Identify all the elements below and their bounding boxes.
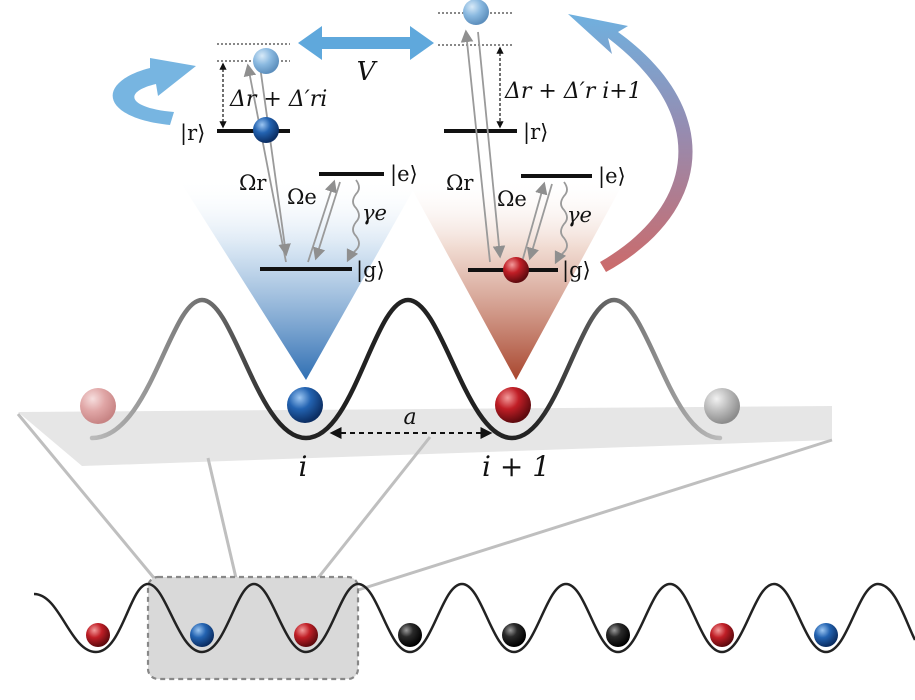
omega-e-label-site-i: Ωe [287, 185, 317, 209]
blue-atom-site-i [287, 387, 323, 423]
omega-r-label-site-i: Ωr [239, 171, 267, 195]
gamma-e-decay-site-i1 [554, 181, 568, 265]
virtual-rydberg-atom-site-i [253, 48, 279, 74]
omega-r-arrow-site-i [243, 63, 287, 263]
ket-r-site-i1: |r⟩ [523, 120, 548, 145]
site-label-i1: i + 1 [482, 450, 550, 483]
red-atom-site-i1 [495, 387, 531, 423]
curved-arrow-left-icon [112, 58, 196, 125]
virtual-rydberg-atom-site-i1 [463, 0, 489, 25]
lattice-atom-red [294, 623, 318, 647]
detuning-label-site-i1: Δr + Δ′r i+1 [504, 79, 642, 104]
ket-e-site-i: |e⟩ [390, 162, 418, 187]
lattice-atom-red [86, 623, 110, 647]
omega-e-arrow-site-i1 [521, 181, 548, 263]
gamma-e-decay-site-i [346, 179, 360, 263]
faded-red-atom-left [80, 388, 116, 424]
cone-blue-site-i [178, 178, 420, 380]
rydberg-atom-site-i [253, 117, 279, 143]
site-label-i: i [299, 450, 308, 483]
highlighted-region [146, 575, 360, 681]
lattice-atom-blue [190, 623, 214, 647]
detuning-label-site-i: Δr + Δ′ri [229, 87, 327, 112]
omega-e-label-site-i1: Ωe [497, 187, 527, 211]
lattice-atom-black [502, 623, 526, 647]
interaction-arrow-icon [298, 26, 434, 60]
gamma-e-label-site-i1: γe [567, 203, 592, 227]
omega-e-arrow-site-i [307, 179, 337, 263]
lattice-atom-red [710, 623, 734, 647]
spacing-label-a: a [403, 405, 416, 430]
zoom-projection-lines [16, 413, 833, 592]
omega-r-arrow-site-i1 [460, 29, 491, 263]
ket-e-site-i1: |e⟩ [598, 164, 626, 189]
ground-atom-site-i1 [503, 257, 529, 283]
full-lattice-potential [33, 582, 915, 654]
interaction-label-V: V [357, 57, 378, 87]
lattice-atom-black [606, 623, 630, 647]
ket-g-site-i: |g⟩ [356, 258, 385, 283]
zoomed-lattice-potential [89, 297, 723, 441]
level-scheme-site-i [217, 43, 384, 271]
level-scheme-site-i1 [438, 0, 592, 283]
lattice-atom-black [398, 623, 422, 647]
curved-arrow-right-icon [568, 14, 693, 272]
omega-r-label-site-i1: Ωr [446, 171, 474, 195]
lattice-atom-blue [814, 623, 838, 647]
ket-r-site-i: |r⟩ [180, 121, 205, 146]
faded-gray-atom-right [704, 388, 740, 424]
ket-g-site-i1: |g⟩ [562, 258, 591, 283]
full-lattice-atoms [86, 623, 838, 647]
gamma-e-label-site-i: γe [362, 201, 387, 225]
